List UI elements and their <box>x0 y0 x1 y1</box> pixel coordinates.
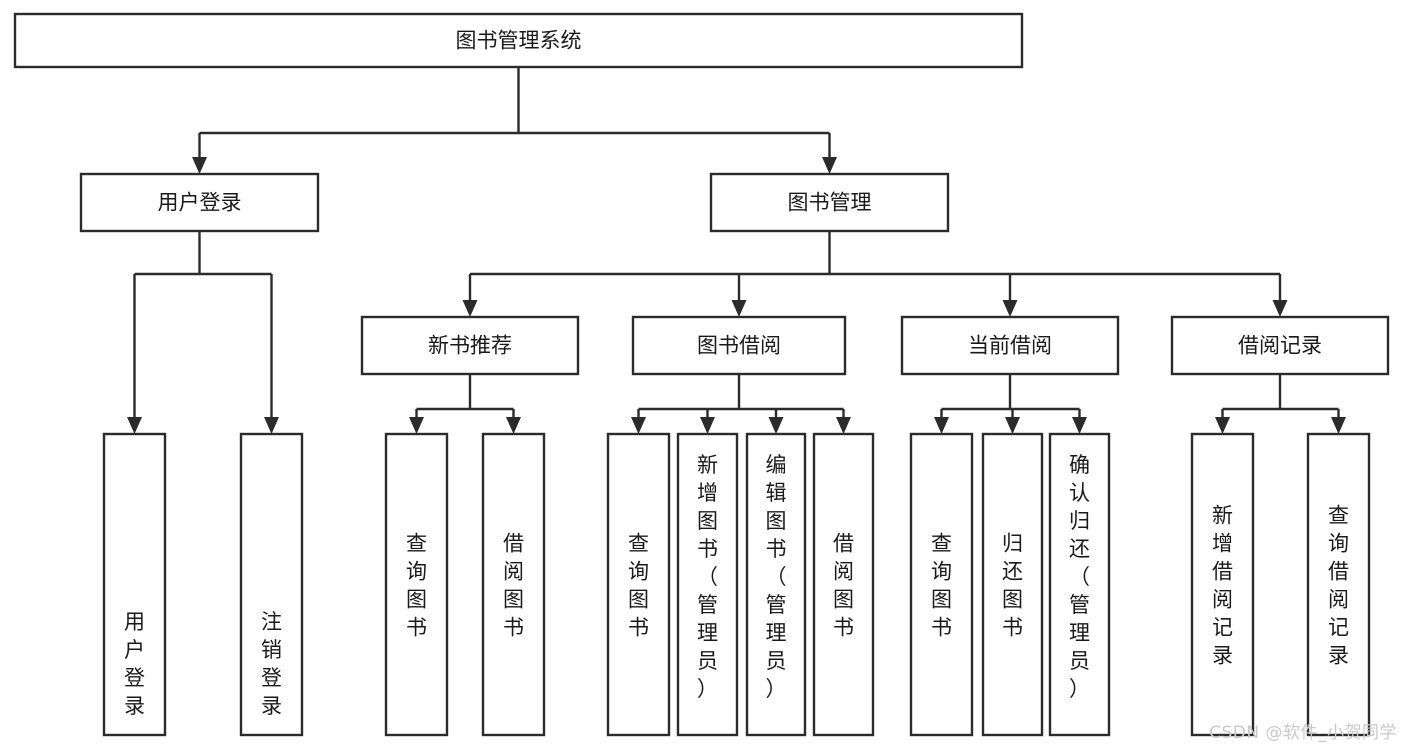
node-current-borrow[interactable]: 当前借阅 <box>900 315 1120 376</box>
node-box[interactable] <box>384 432 449 737</box>
arrow-head-icon <box>1215 417 1230 434</box>
arrow-head-icon <box>768 417 784 434</box>
node-box[interactable] <box>360 315 580 376</box>
node-label: 用户登录 <box>158 191 242 215</box>
node-label: 查询借阅记录 <box>1328 503 1349 667</box>
node-leaf-borrow-book-2[interactable]: 借阅图书 <box>812 432 875 737</box>
arrow-head-icon <box>1002 300 1018 317</box>
arrow-head-icon <box>631 417 646 434</box>
node-borrow-record[interactable]: 借阅记录 <box>1170 315 1390 376</box>
arrow-head-icon <box>1072 417 1087 434</box>
arrow-head-icon <box>409 417 424 434</box>
connector-layer <box>127 67 1346 434</box>
node-label: 新书推荐 <box>428 334 512 358</box>
node-root[interactable]: 图书管理系统 <box>13 12 1024 69</box>
node-box[interactable] <box>606 432 671 737</box>
node-box[interactable] <box>1190 432 1255 737</box>
node-leaf-user-login[interactable]: 用户登录 <box>102 432 167 737</box>
arrow-head-icon <box>1272 300 1288 317</box>
node-label: 查询图书 <box>628 531 649 639</box>
node-leaf-add-record[interactable]: 新增借阅记录 <box>1190 432 1255 737</box>
arrow-head-icon <box>1005 417 1020 434</box>
node-leaf-query-book-2[interactable]: 查询图书 <box>606 432 671 737</box>
arrow-head-icon <box>127 417 142 434</box>
node-user-login[interactable]: 用户登录 <box>79 172 320 233</box>
node-label: 编辑图书（管理员） <box>766 453 787 701</box>
node-label: 查询图书 <box>406 531 427 639</box>
node-label: 新增图书（管理员） <box>697 453 718 701</box>
node-label: 确认归还（管理员） <box>1069 453 1090 701</box>
node-leaf-confirm-return[interactable]: 确认归还（管理员） <box>1048 432 1111 737</box>
node-label: 借阅图书 <box>503 531 524 639</box>
arrow-head-icon <box>822 157 837 174</box>
arrow-head-icon <box>700 417 715 434</box>
node-box[interactable] <box>1048 432 1111 737</box>
node-box[interactable] <box>239 432 304 737</box>
node-box[interactable] <box>676 432 739 737</box>
csdn-watermark: CSDN @软件_小贺同学 <box>1209 723 1397 743</box>
node-new-book-rec[interactable]: 新书推荐 <box>360 315 580 376</box>
node-label: 查询图书 <box>931 531 952 639</box>
node-layer: 图书管理系统用户登录图书管理新书推荐图书借阅当前借阅借阅记录用户登录注销登录查询… <box>13 12 1390 737</box>
node-box[interactable] <box>909 432 974 737</box>
node-label: 图书借阅 <box>697 334 781 358</box>
node-box[interactable] <box>812 432 875 737</box>
node-leaf-borrow-book-1[interactable]: 借阅图书 <box>481 432 546 737</box>
arrow-head-icon <box>462 300 478 317</box>
node-label: 注销登录 <box>261 610 282 718</box>
node-box[interactable] <box>709 172 950 233</box>
node-leaf-query-record[interactable]: 查询借阅记录 <box>1306 432 1371 737</box>
node-leaf-return-book[interactable]: 归还图书 <box>981 432 1044 737</box>
node-leaf-query-book-3[interactable]: 查询图书 <box>909 432 974 737</box>
node-box[interactable] <box>481 432 546 737</box>
node-label: 图书管理 <box>788 191 872 215</box>
node-box[interactable] <box>981 432 1044 737</box>
node-book-manage[interactable]: 图书管理 <box>709 172 950 233</box>
arrow-head-icon <box>1331 417 1346 434</box>
arrow-head-icon <box>934 417 949 434</box>
node-label: 图书管理系统 <box>456 29 582 53</box>
node-leaf-add-book[interactable]: 新增图书（管理员） <box>676 432 739 737</box>
node-box[interactable] <box>102 432 167 737</box>
arrow-head-icon <box>836 417 851 434</box>
node-label: 用户登录 <box>124 610 145 718</box>
node-book-borrow[interactable]: 图书借阅 <box>631 315 847 376</box>
arrow-head-icon <box>731 300 747 317</box>
node-label: 新增借阅记录 <box>1212 503 1233 667</box>
arrow-head-icon <box>192 157 207 174</box>
node-box[interactable] <box>79 172 320 233</box>
node-box[interactable] <box>1306 432 1371 737</box>
node-leaf-logout[interactable]: 注销登录 <box>239 432 304 737</box>
node-box[interactable] <box>1170 315 1390 376</box>
node-leaf-query-book-1[interactable]: 查询图书 <box>384 432 449 737</box>
arrow-head-icon <box>506 417 521 434</box>
node-label: 借阅图书 <box>833 531 854 639</box>
node-box[interactable] <box>631 315 847 376</box>
node-box[interactable] <box>745 432 807 737</box>
node-label: 当前借阅 <box>968 334 1052 358</box>
node-label: 借阅记录 <box>1238 334 1322 358</box>
node-leaf-edit-book[interactable]: 编辑图书（管理员） <box>745 432 807 737</box>
node-box[interactable] <box>900 315 1120 376</box>
node-box[interactable] <box>13 12 1024 69</box>
arrow-head-icon <box>264 417 279 434</box>
node-label: 归还图书 <box>1002 531 1023 639</box>
